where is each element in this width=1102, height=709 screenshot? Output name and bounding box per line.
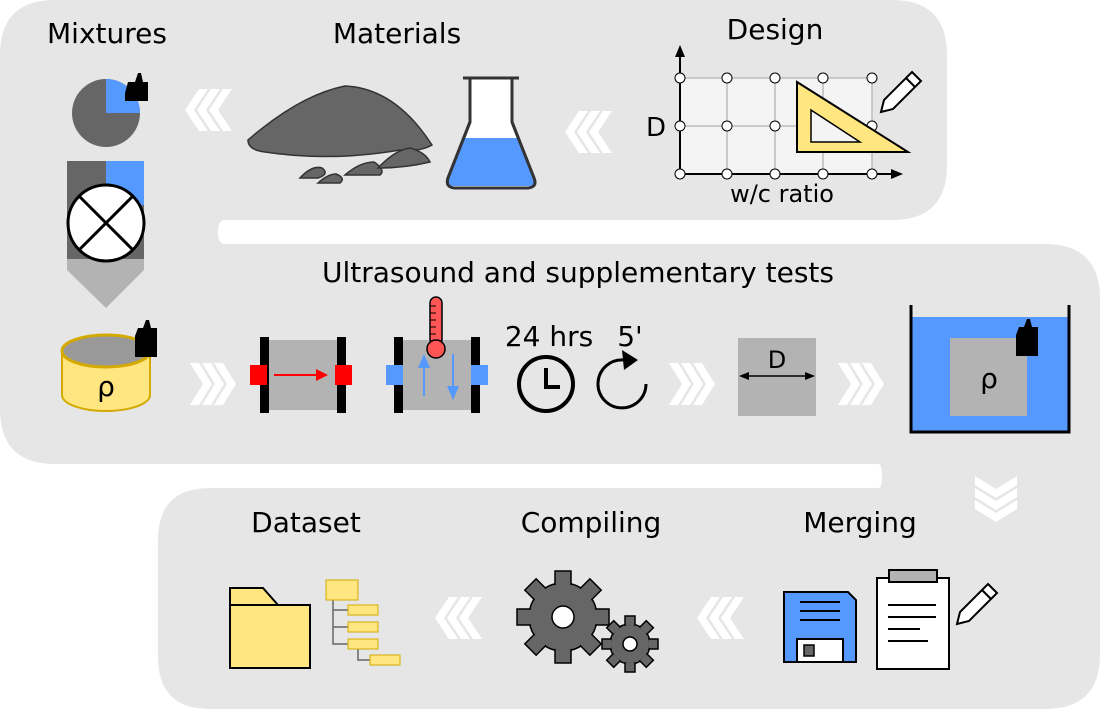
hours-label: 24 hrs [505,320,593,353]
weight-icon [135,320,157,357]
mixtures-label: Mixtures [47,17,167,50]
chevron-arrows-icon [190,363,236,405]
tree-structure-icon [325,579,401,666]
sand-pile-icon [247,85,434,184]
water-tank-icon [909,305,1071,434]
pencil-icon [879,70,923,114]
minutes-label: 5' [617,320,643,353]
chevron-arrows-icon [565,111,612,153]
rotate-icon [596,350,648,410]
chevron-arrows-icon [669,363,715,405]
thermometer-icon [386,296,488,413]
folder-icon [229,587,311,669]
water-density-symbol: ρ [980,362,998,395]
chevron-arrows-icon [185,89,232,131]
floppy-disk-icon [783,591,857,663]
cylinder-sample-icon [60,333,152,412]
chevron-arrows-icon [435,597,482,639]
pie-weight-icon [72,73,148,147]
chevron-arrows-icon [975,476,1017,522]
dataset-label: Dataset [251,506,361,539]
flask-icon [445,76,537,190]
density-symbol: ρ [97,370,115,403]
design-grid-icon [674,45,903,180]
merging-label: Merging [803,506,916,539]
clock-icon [517,355,575,413]
gears-icon [516,570,659,673]
design-label: Design [727,13,824,46]
ultrasound-label: Ultrasound and supplementary tests [322,256,834,289]
compiling-label: Compiling [521,506,662,539]
ultrasound-transducer-icon [250,337,352,413]
pencil-icon [955,582,999,626]
chevron-arrows-icon [697,597,744,639]
materials-label: Materials [333,17,461,50]
design-y-axis-label: D [646,113,666,143]
chevron-arrows-icon [838,363,884,405]
clipboard-icon [876,569,950,670]
caliper-icon [738,338,816,416]
mixer-icon [66,161,146,308]
design-x-axis-label: w/c ratio [730,180,834,208]
dimension-symbol: D [768,346,786,374]
triangle-ruler-icon [796,80,912,153]
